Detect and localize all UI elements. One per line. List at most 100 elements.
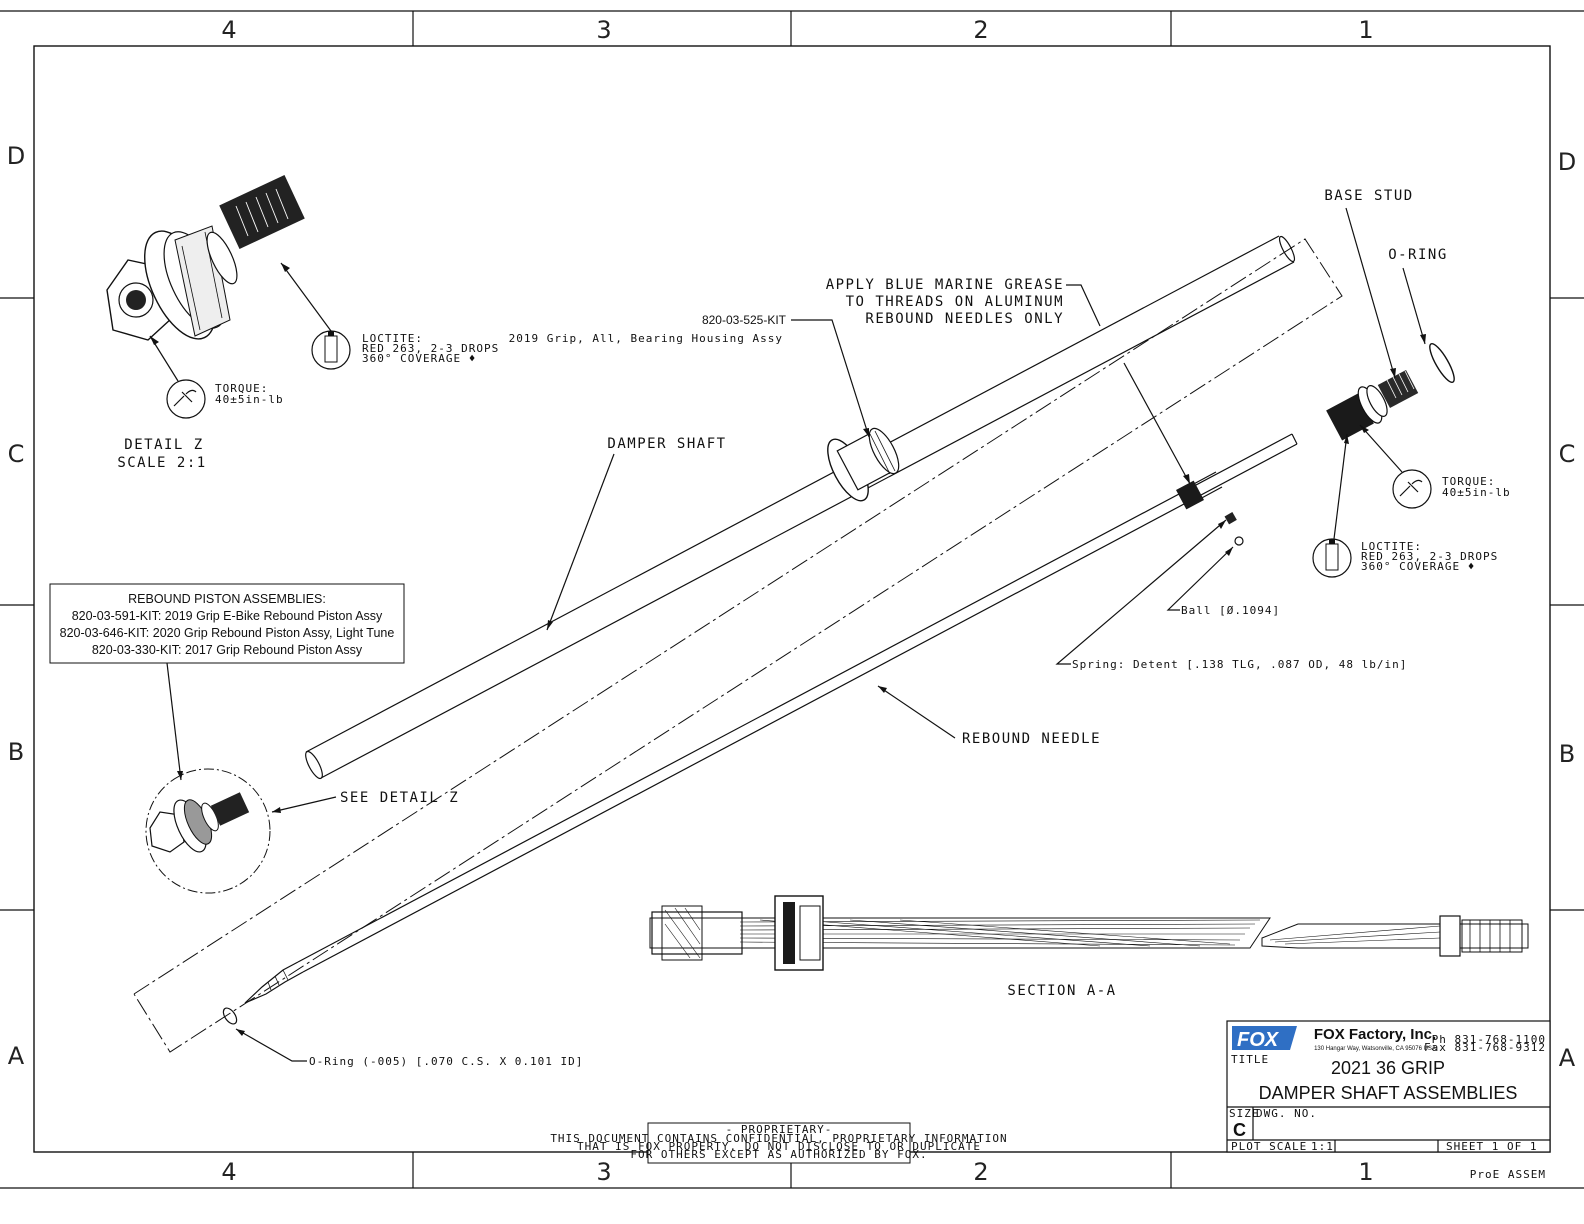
zone-col-4-top: 4 [221, 16, 236, 44]
detail-z-scale: SCALE 2:1 [117, 455, 206, 471]
detail-loctite-line3: 360° COVERAGE ♦ [362, 352, 476, 365]
assembly-centerline [133, 238, 1343, 1053]
zone-col-4-bottom: 4 [221, 1158, 236, 1186]
grease-line3: REBOUND NEEDLES ONLY [865, 311, 1064, 327]
sheet-count: SHEET 1 OF 1 [1446, 1140, 1537, 1153]
zone-row-a-right: A [1559, 1044, 1576, 1072]
title-block: FOX FOX Factory, Inc. 130 Hangar Way, Wa… [1226, 1020, 1551, 1153]
size-label: SIZE [1229, 1107, 1260, 1120]
piston-kit-item: 820-03-646-KIT: 2020 Grip Rebound Piston… [60, 626, 395, 640]
zone-col-3-bottom: 3 [596, 1158, 611, 1186]
callout-rebound-needle: REBOUND NEEDLE [877, 685, 1101, 747]
callout-bearing-housing: 820-03-525-KIT 2019 Grip, All, Bearing H… [509, 313, 870, 438]
see-detail-label: SEE DETAIL Z [340, 790, 459, 806]
detail-torque-line2: 40±5in-lb [215, 393, 284, 406]
company-phone: Ph 831-768-1100 [1432, 1033, 1546, 1046]
zone-row-c-right: C [1559, 440, 1576, 468]
o-ring-label: O-RING [1388, 247, 1448, 263]
drawing-title-line1: 2021 36 GRIP [1331, 1058, 1445, 1078]
detail-loctite-line2: RED 263, 2-3 DROPS [362, 342, 499, 355]
proprietary-line4: FOR OTHERS EXCEPT AS AUTHORIZED BY FOX. [630, 1148, 927, 1161]
piston-box-heading: REBOUND PISTON ASSEMBLIES: [128, 592, 326, 606]
company-fax: Fax 831-768-9312 [1424, 1041, 1546, 1054]
zone-row-d-left: D [7, 142, 25, 170]
detail-z-circle [145, 768, 271, 894]
grease-line2: TO THREADS ON ALUMINUM [846, 294, 1064, 310]
bearing-kit-description: 2019 Grip, All, Bearing Housing Assy [509, 332, 783, 345]
base-torque-line2: 40±5in-lb [1442, 486, 1511, 499]
logo-text: FOX [1237, 1029, 1280, 1051]
rebound-needle-label: REBOUND NEEDLE [962, 731, 1101, 747]
proprietary-notice: - PROPRIETARY- THIS DOCUMENT CONTAINS CO… [550, 1122, 1007, 1164]
section-a-a-label: SECTION A-A [1007, 983, 1116, 999]
damper-shaft [305, 235, 1296, 780]
base-loctite-line2: RED 263, 2-3 DROPS [1361, 550, 1498, 563]
detent-parts [1224, 512, 1244, 546]
zone-row-a-left: A [8, 1042, 25, 1070]
zone-col-1-bottom: 1 [1358, 1158, 1373, 1186]
proe-assem-tag: ProE ASSEM [1470, 1168, 1546, 1181]
small-o-ring [222, 1007, 238, 1025]
bearing-kit-number: 820-03-525-KIT [702, 313, 787, 327]
drawing-title-line2: DAMPER SHAFT ASSEMBLIES [1259, 1083, 1518, 1103]
base-loctite-line3: 360° COVERAGE ♦ [1361, 560, 1475, 573]
detail-torque-line1: TORQUE: [215, 382, 268, 395]
rebound-piston-box: REBOUND PISTON ASSEMBLIES: 820-03-591-KI… [49, 583, 405, 781]
wrench-icon-right [1399, 479, 1423, 497]
callout-o-ring: O-RING [1388, 247, 1448, 345]
zone-row-b-right: B [1559, 740, 1575, 768]
company-address: 130 Hangar Way, Watsonville, CA 95076 US… [1314, 1046, 1436, 1052]
zone-labels: 4 3 2 1 4 3 2 1 D C B A D C B A [7, 16, 1576, 1186]
detail-loctite-line1: LOCTITE: [362, 332, 423, 345]
proprietary-line1: - PROPRIETARY- [726, 1123, 833, 1136]
zone-col-1-top: 1 [1358, 16, 1373, 44]
detent-ball [1234, 536, 1244, 546]
callout-spring: Spring: Detent [.138 TLG, .087 OD, 48 lb… [1055, 519, 1407, 671]
base-stud-loctite-note: LOCTITE: RED 263, 2-3 DROPS 360° COVERAG… [1312, 433, 1498, 578]
zone-col-2-top: 2 [973, 16, 988, 44]
bearing-housing [827, 427, 900, 502]
base-stud-o-ring [1429, 343, 1455, 383]
base-stud-assembly [1326, 370, 1419, 441]
plot-scale-label: PLOT SCALE [1231, 1140, 1307, 1153]
detent-spring [1224, 512, 1237, 525]
fox-logo: FOX [1232, 1026, 1297, 1051]
callout-small-o-ring: O-Ring (-005) [.070 C.S. X 0.101 ID] [235, 1028, 583, 1068]
zone-row-d-right: D [1558, 148, 1576, 176]
proprietary-line3: THAT IS FOX PROPERTY. DO NOT DISCLOSE TO… [577, 1140, 981, 1153]
detail-z-view [106, 175, 305, 341]
base-torque-line1: TORQUE: [1442, 475, 1495, 488]
base-loctite-line1: LOCTITE: [1361, 540, 1422, 553]
zone-col-2-bottom: 2 [973, 1158, 988, 1186]
zone-col-3-top: 3 [596, 16, 611, 44]
grease-line1: APPLY BLUE MARINE GREASE [826, 277, 1064, 293]
company-name: FOX Factory, Inc. [1314, 1026, 1436, 1043]
zone-row-b-left: B [8, 738, 24, 766]
size-value: C [1233, 1120, 1246, 1140]
damper-shaft-label: DAMPER SHAFT [607, 436, 726, 452]
wrench-icon [173, 389, 197, 407]
callout-ball: Ball [Ø.1094] [1166, 546, 1280, 617]
spring-label: Spring: Detent [.138 TLG, .087 OD, 48 lb… [1072, 658, 1407, 671]
piston-kit-item: 820-03-330-KIT: 2017 Grip Rebound Piston… [92, 643, 363, 657]
section-a-a-view: SECTION A-A [649, 895, 1529, 999]
piston-kit-item: 820-03-591-KIT: 2019 Grip E-Bike Rebound… [72, 609, 383, 623]
callout-see-detail: SEE DETAIL Z [271, 790, 459, 813]
title-label: TITLE [1231, 1053, 1269, 1066]
ball-label: Ball [Ø.1094] [1181, 604, 1280, 617]
detail-torque-note: TORQUE: 40±5in-lb [149, 335, 284, 419]
zone-row-c-left: C [8, 440, 25, 468]
rebound-needle [244, 433, 1298, 1004]
plot-scale-value: 1:1 [1311, 1140, 1334, 1153]
callout-damper-shaft: DAMPER SHAFT [546, 436, 726, 631]
base-stud-label: BASE STUD [1324, 188, 1413, 204]
proprietary-line2: THIS DOCUMENT CONTAINS CONFIDENTIAL, PRO… [550, 1132, 1007, 1145]
detail-loctite-note: LOCTITE: RED 263, 2-3 DROPS 360° COVERAG… [280, 262, 499, 370]
dwg-number-label: DWG. NO. [1256, 1107, 1317, 1120]
callout-grease: APPLY BLUE MARINE GREASE TO THREADS ON A… [826, 277, 1191, 485]
small-o-ring-label: O-Ring (-005) [.070 C.S. X 0.101 ID] [309, 1055, 583, 1068]
base-stud-torque-note: TORQUE: 40±5in-lb [1359, 424, 1511, 509]
detail-z-title: DETAIL Z [124, 437, 203, 453]
callout-base-stud: BASE STUD [1324, 188, 1413, 379]
